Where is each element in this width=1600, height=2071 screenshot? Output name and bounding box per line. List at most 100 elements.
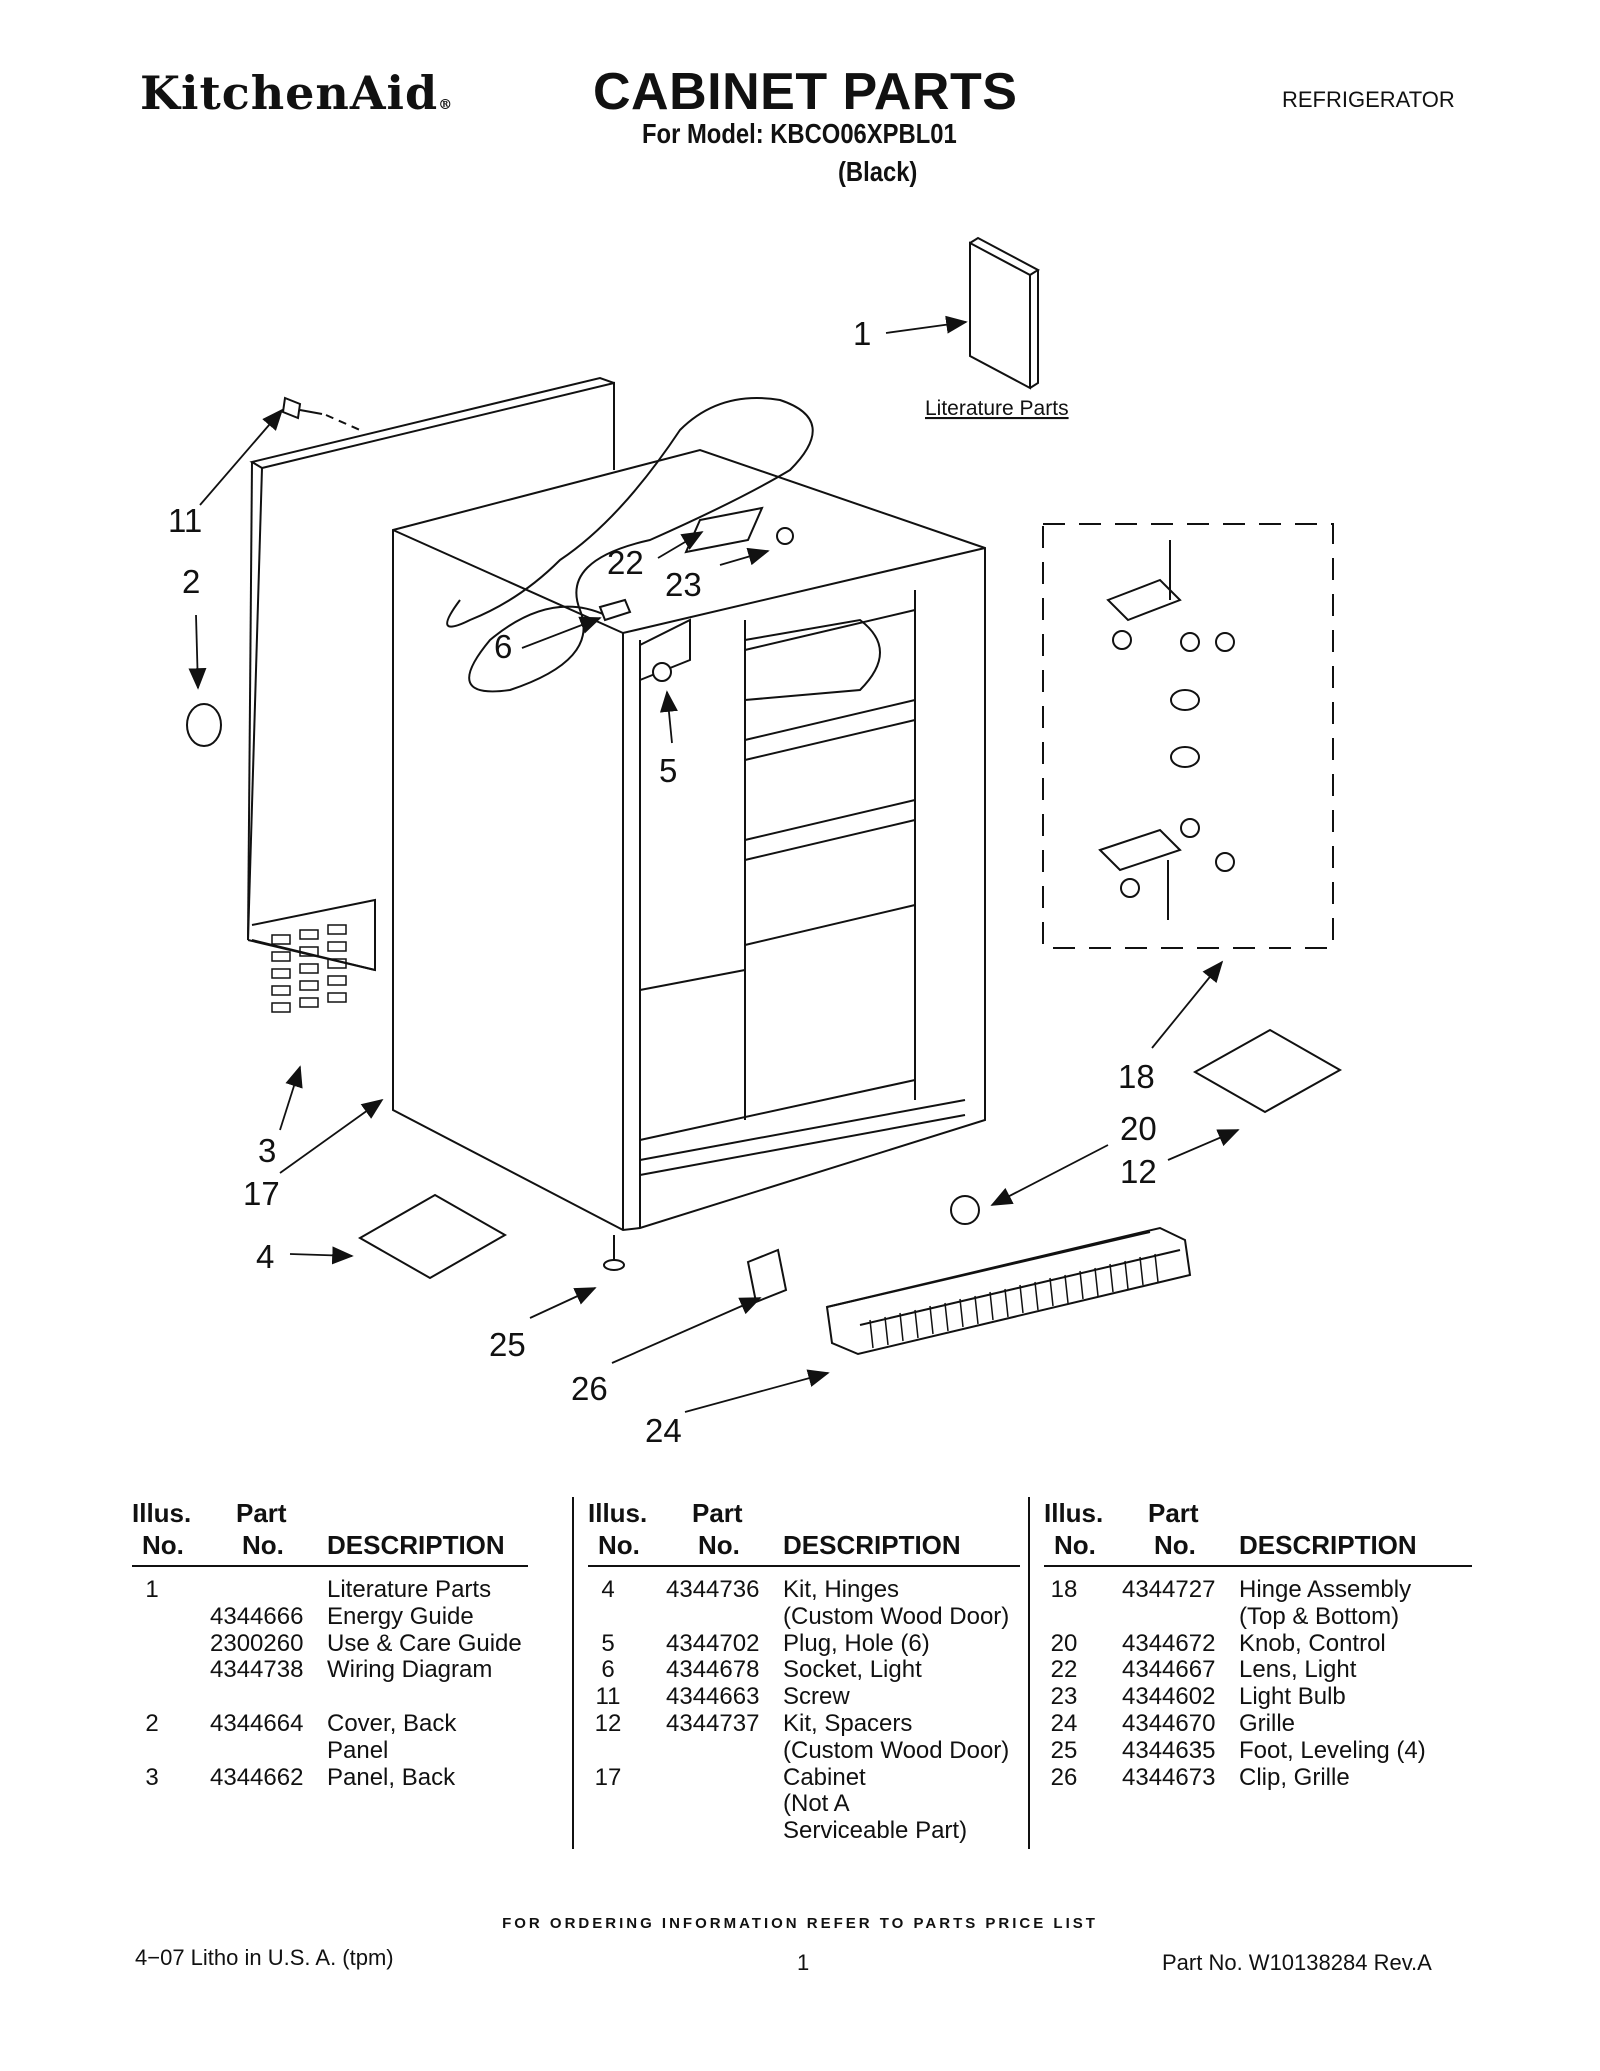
callout-17: 17: [243, 1175, 280, 1212]
parts-row: [132, 1684, 562, 1711]
part-description: Use & Care Guide: [327, 1629, 522, 1657]
callout-24: 24: [645, 1412, 682, 1449]
part-description: Serviceable Part): [783, 1817, 968, 1845]
callout-5: 5: [659, 752, 677, 789]
illus-number: 23: [1050, 1683, 1078, 1711]
part-number: 4344602: [1122, 1683, 1216, 1711]
callout-1: 1: [853, 315, 871, 352]
screw-illustration: [281, 396, 361, 431]
leveling-foot-illustration: [603, 1235, 625, 1271]
parts-row: Panel: [132, 1737, 562, 1765]
litho-note: 4−07 Litho in U.S. A. (tpm): [135, 1945, 394, 1970]
callout-22: 22: [607, 544, 644, 581]
callout-25: 25: [489, 1326, 526, 1363]
product-category: REFRIGERATOR: [1282, 87, 1455, 112]
illus-number: 4: [601, 1576, 615, 1603]
light-socket-illustration: [446, 397, 814, 693]
illus-number: 12: [594, 1709, 622, 1737]
illus-number: 22: [1050, 1656, 1078, 1684]
header-description-2: DESCRIPTION: [783, 1530, 961, 1560]
part-number: 4344737: [666, 1709, 760, 1737]
part-number: 4344662: [210, 1763, 304, 1791]
part-description: Clip, Grille: [1239, 1763, 1350, 1791]
callout-18: 18: [1118, 1058, 1155, 1095]
brand-logo: KitchenAid®: [140, 66, 453, 120]
callout-23: 23: [665, 566, 702, 603]
brand-registered-mark: ®: [438, 97, 454, 113]
grille-clip-illustration: [746, 1248, 788, 1304]
part-number: 4344666: [210, 1602, 304, 1630]
header-description-1: DESCRIPTION: [327, 1530, 505, 1560]
illus-number: 18: [1050, 1576, 1078, 1603]
document-part-number: Part No. W10138284 Rev.A: [1162, 1950, 1432, 1975]
part-description: Plug, Hole (6): [783, 1629, 930, 1657]
part-number: 4344702: [666, 1629, 760, 1657]
back-panel-vents: [271, 924, 347, 1013]
parts-row: (Custom Wood Door): [588, 1736, 1018, 1765]
header-rule-1: [132, 1565, 528, 1567]
back-panel-illustration: [247, 376, 615, 972]
ordering-note: FOR ORDERING INFORMATION REFER TO PARTS …: [502, 1915, 1098, 1932]
header-illus-2: Illus.No.: [588, 1498, 648, 1560]
literature-booklet-illustration: [969, 236, 1040, 390]
part-description: Kit, Spacers: [783, 1709, 913, 1737]
parts-row: Serviceable Part): [588, 1817, 1018, 1845]
header-description-3: DESCRIPTION: [1239, 1530, 1417, 1560]
page-number: 1: [797, 1950, 810, 1975]
part-description: Socket, Light: [783, 1656, 922, 1684]
callout-20: 20: [1120, 1110, 1157, 1147]
part-number: 4344664: [210, 1709, 304, 1737]
callout-26: 26: [571, 1370, 608, 1407]
part-number: 4344736: [666, 1576, 760, 1603]
part-number: 4344738: [210, 1656, 304, 1684]
part-number: 4344663: [666, 1683, 760, 1711]
illus-number: 11: [595, 1683, 621, 1711]
cabinet-illustration: [392, 448, 986, 1232]
grille-vents: [869, 1253, 1159, 1349]
parts-row: 23 4344602 Light Bulb: [1044, 1683, 1474, 1711]
callout-12: 12: [1120, 1153, 1157, 1190]
parts-row: (Top & Bottom): [1044, 1602, 1474, 1631]
parts-row: 4344738 Wiring Diagram: [132, 1657, 562, 1684]
part-description: Wiring Diagram: [327, 1656, 493, 1684]
part-number: 4344635: [1122, 1736, 1216, 1764]
hinge-kit-illustration: [357, 1193, 508, 1280]
model-number: For Model: KBCO06XPBL01: [642, 118, 957, 149]
part-number: 4344670: [1122, 1709, 1216, 1737]
part-description: Light Bulb: [1239, 1683, 1346, 1711]
part-number: 4344672: [1122, 1629, 1216, 1657]
page-title: CABINET PARTS: [593, 63, 1018, 121]
callout-3: 3: [258, 1132, 276, 1169]
parts-row: 12 4344737 Kit, Spacers: [588, 1709, 1018, 1738]
part-description: Screw: [783, 1683, 850, 1711]
part-description: (Custom Wood Door): [783, 1736, 1010, 1764]
literature-parts-label: Literature Parts: [925, 397, 1069, 420]
parts-row: (Custom Wood Door): [588, 1603, 1018, 1631]
brand-name: KitchenAid: [140, 66, 439, 120]
illus-number: 3: [145, 1763, 159, 1791]
part-description: Knob, Control: [1239, 1629, 1386, 1657]
illus-number: 25: [1050, 1736, 1078, 1764]
grille-illustration: [825, 1226, 1192, 1356]
part-description: (Top & Bottom): [1239, 1602, 1400, 1630]
illus-number: 2: [145, 1709, 159, 1737]
part-description: Lens, Light: [1239, 1656, 1357, 1684]
parts-row: (Not A: [588, 1791, 1018, 1818]
header-illus-1: Illus.No.: [132, 1498, 192, 1560]
part-description: Cabinet: [783, 1763, 866, 1791]
spacer-kit-illustration: [1192, 1028, 1343, 1114]
callout-2: 2: [182, 563, 200, 600]
part-description: Hinge Assembly: [1239, 1576, 1412, 1603]
column-divider-2: [1028, 1497, 1030, 1849]
